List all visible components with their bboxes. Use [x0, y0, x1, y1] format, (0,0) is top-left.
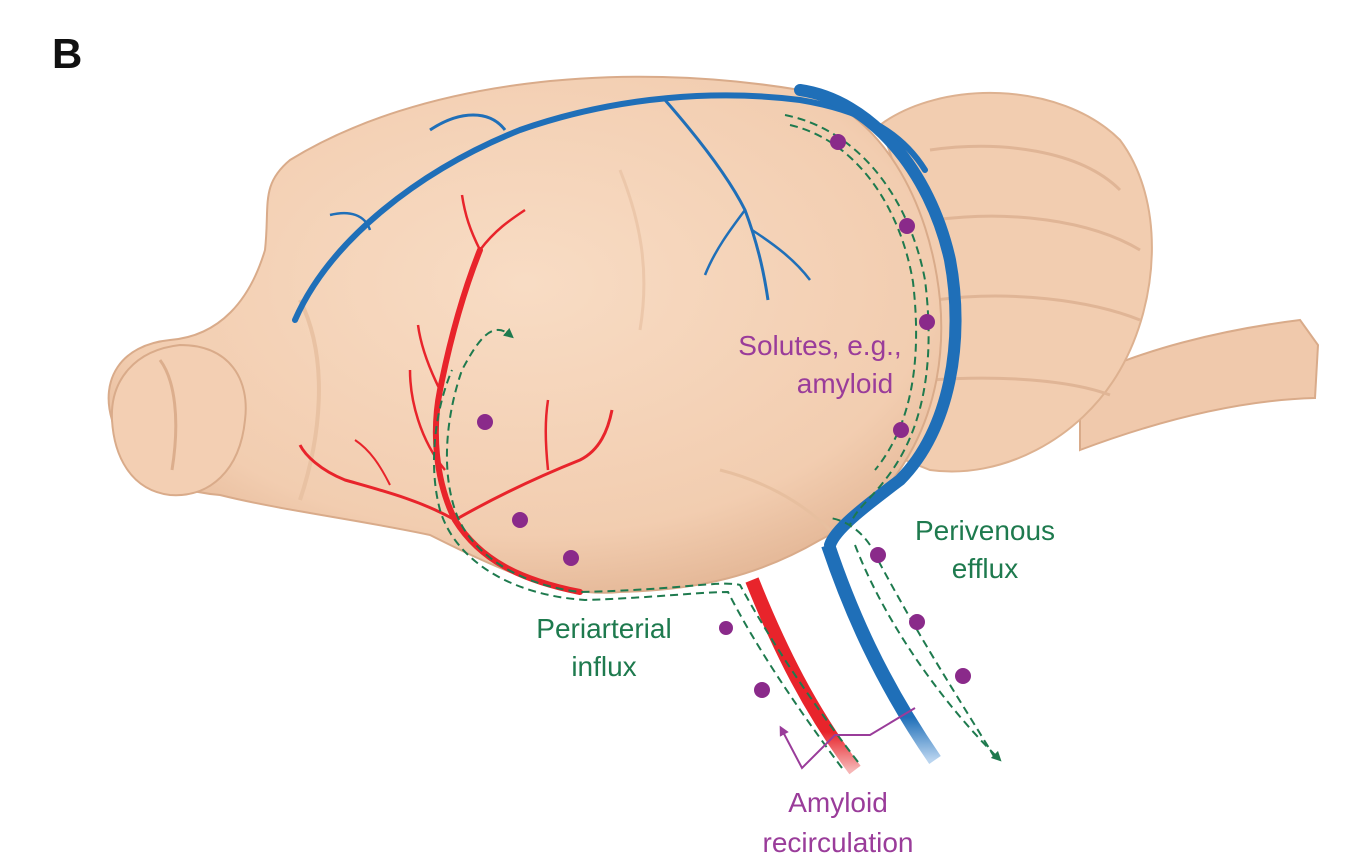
solute-dot — [719, 621, 733, 635]
solute-dot — [899, 218, 915, 234]
solute-dot — [955, 668, 971, 684]
periarterial-label-line1: Periarterial — [536, 613, 671, 644]
solutes-label-line2: amyloid — [797, 368, 893, 399]
solute-dot — [830, 134, 846, 150]
solute-dot — [512, 512, 528, 528]
solute-dot — [893, 422, 909, 438]
solute-dot — [919, 314, 935, 330]
solute-dot — [754, 682, 770, 698]
amyloid-label-line2: recirculation — [763, 827, 914, 858]
carotid-artery — [752, 580, 855, 770]
solutes-label-line1: Solutes, e.g., — [738, 330, 901, 361]
solute-dot — [563, 550, 579, 566]
solute-dot — [870, 547, 886, 563]
perivenous-label-line1: Perivenous — [915, 515, 1055, 546]
solute-dot — [477, 414, 493, 430]
periarterial-label-line2: influx — [571, 651, 636, 682]
solute-dot — [909, 614, 925, 630]
panel-label: B — [52, 30, 82, 77]
perivenous-label-line2: efflux — [952, 553, 1018, 584]
amyloid-label-line1: Amyloid — [788, 787, 888, 818]
